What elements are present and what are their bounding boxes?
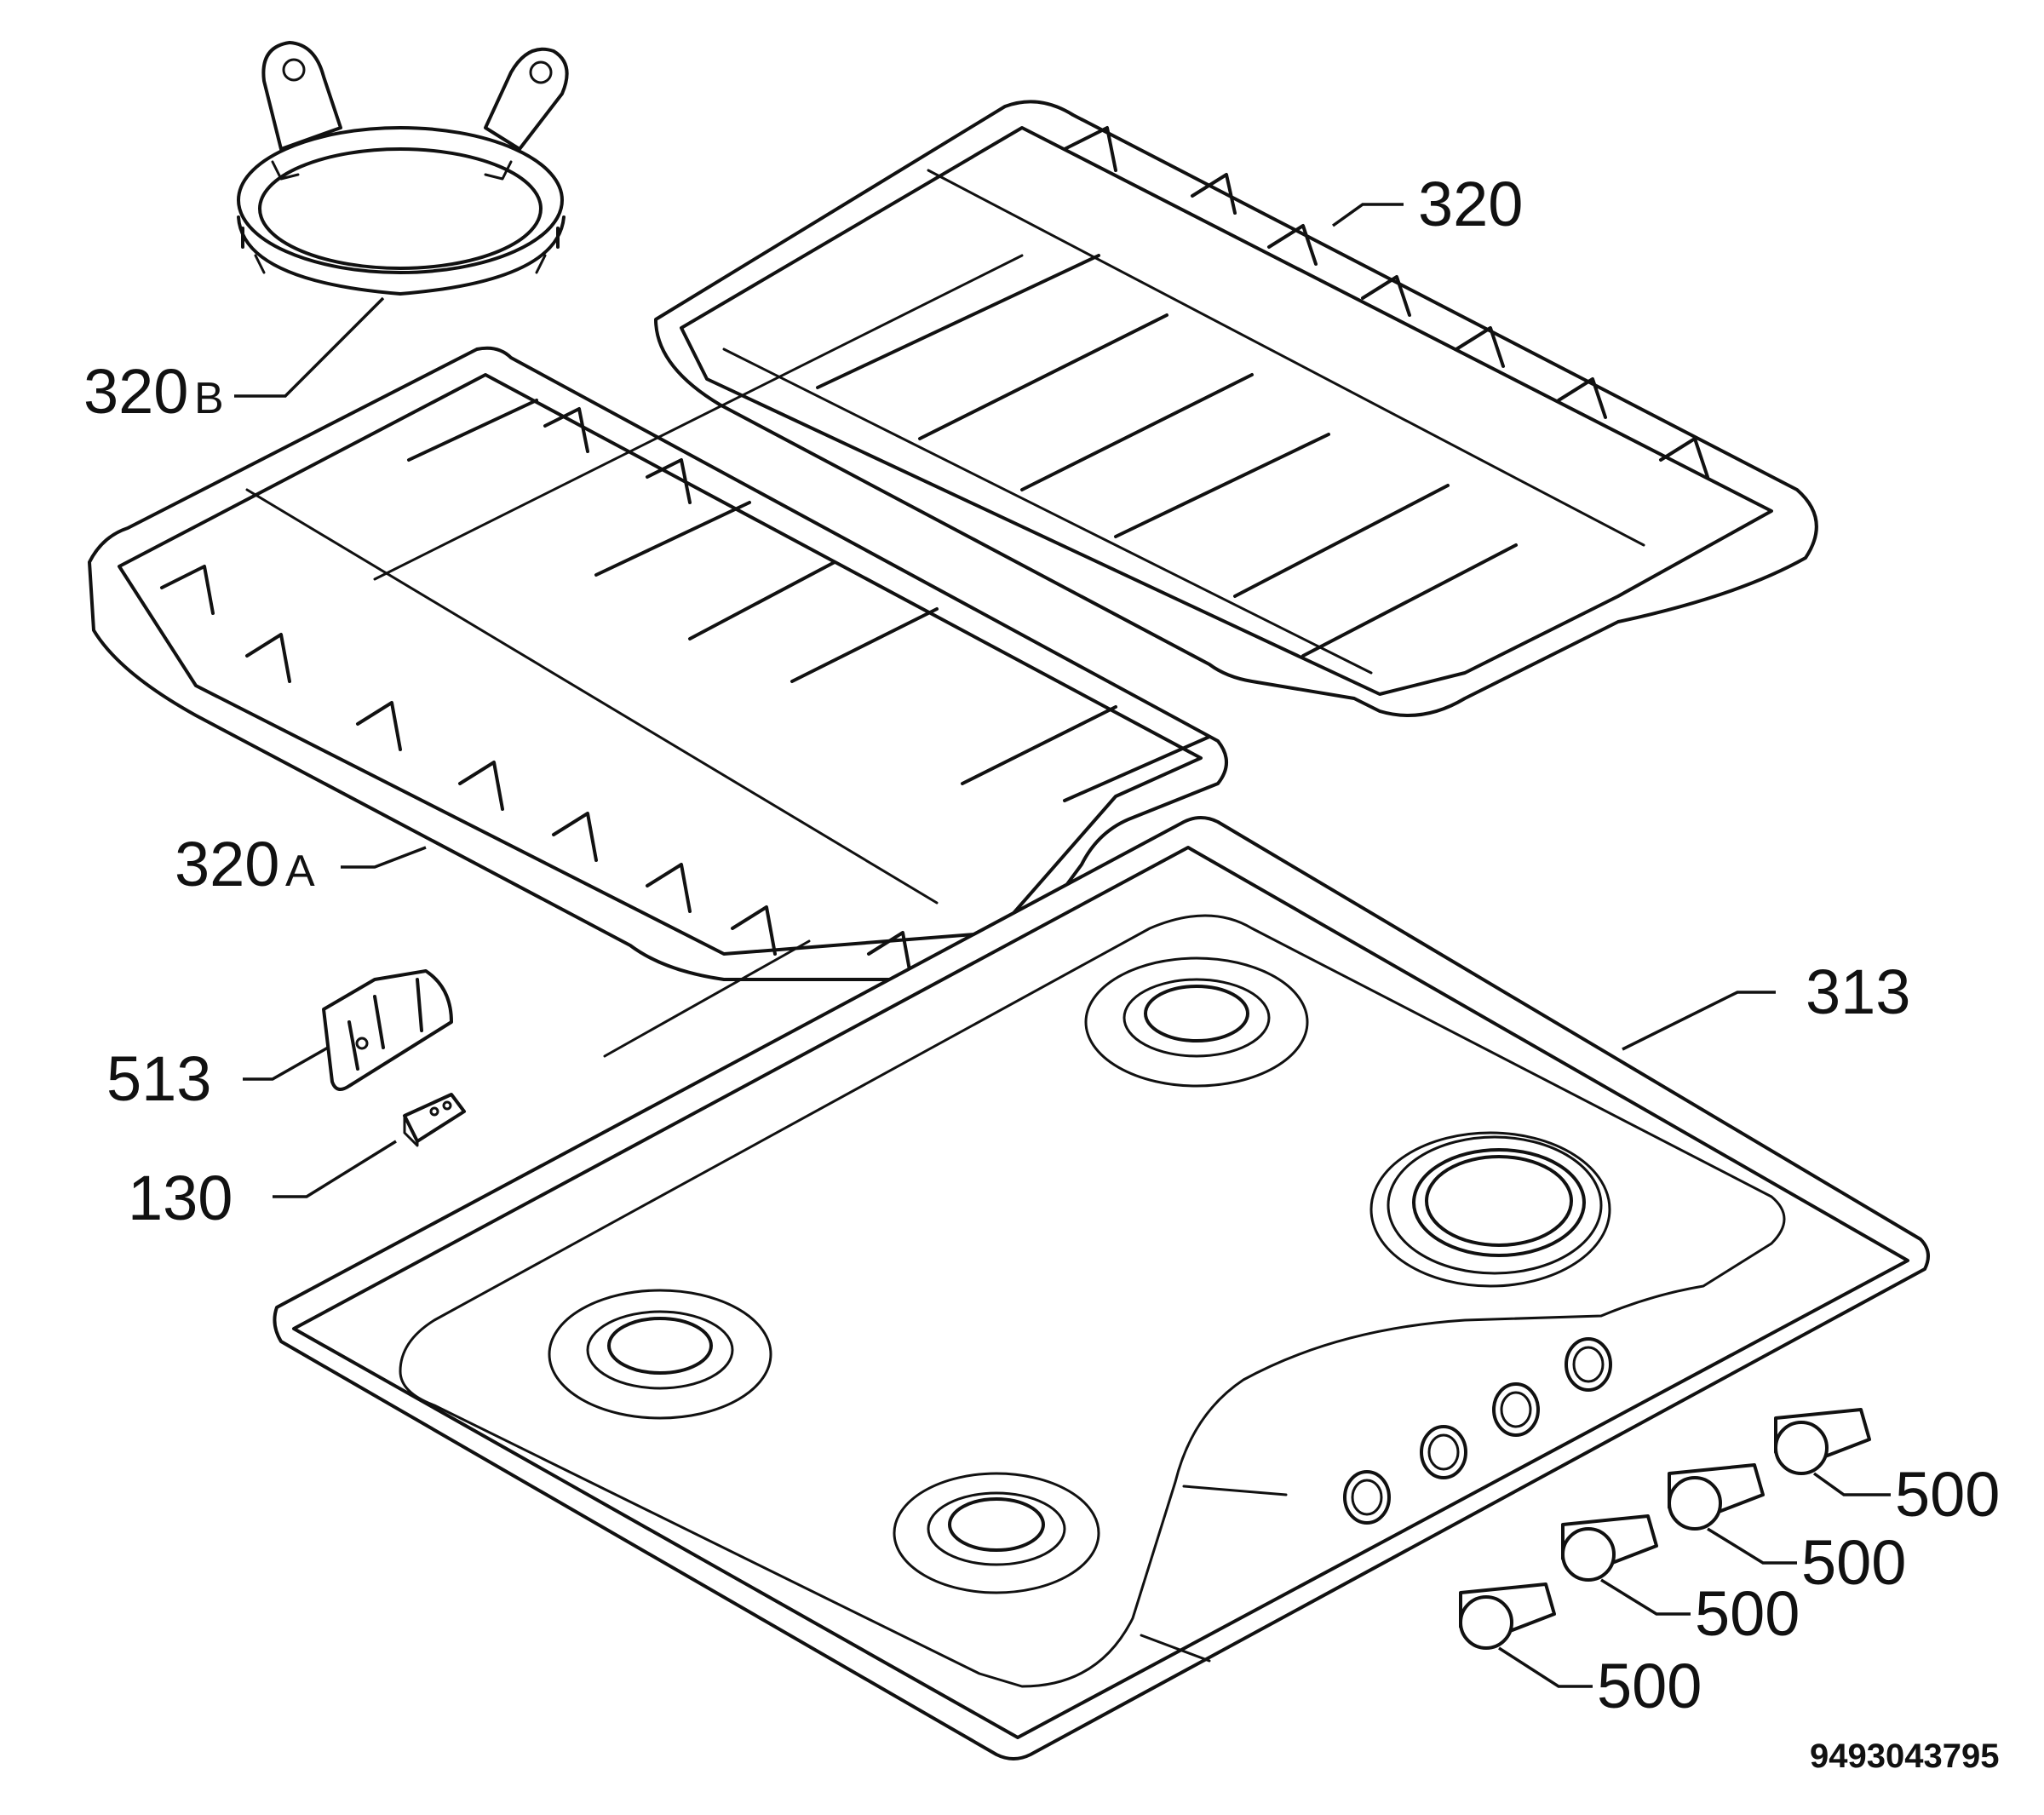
knob-part-2 bbox=[1668, 1463, 1765, 1531]
hob-top-part bbox=[273, 816, 1930, 1760]
knob-part-4 bbox=[1459, 1582, 1556, 1650]
label-513: 513 bbox=[106, 1043, 211, 1114]
knob-part-3 bbox=[1561, 1514, 1658, 1582]
label-320b-number: 320 bbox=[83, 356, 188, 427]
label-500-4: 500 bbox=[1597, 1651, 1702, 1721]
label-320b-suffix: B bbox=[194, 374, 224, 423]
label-500-2: 500 bbox=[1801, 1527, 1906, 1598]
wok-ring-part bbox=[237, 41, 569, 296]
label-313: 313 bbox=[1806, 956, 1910, 1027]
clip-part bbox=[322, 969, 453, 1091]
knob-part-1 bbox=[1774, 1408, 1871, 1475]
pan-support-left-part bbox=[88, 254, 1228, 981]
part-labels: 320 320 B 320 A 313 513 130 500 500 500 … bbox=[83, 169, 2000, 1775]
label-500-1: 500 bbox=[1895, 1459, 2000, 1530]
leader-lines bbox=[234, 203, 1891, 1688]
label-320: 320 bbox=[1418, 169, 1523, 239]
label-320a-number: 320 bbox=[175, 829, 279, 899]
label-500-3: 500 bbox=[1695, 1578, 1800, 1649]
label-130: 130 bbox=[128, 1163, 233, 1233]
pan-support-right-part bbox=[654, 100, 1818, 717]
block-part bbox=[403, 1093, 466, 1147]
document-number: 9493043795 bbox=[1810, 1737, 1999, 1775]
label-320a-suffix: A bbox=[285, 847, 315, 896]
